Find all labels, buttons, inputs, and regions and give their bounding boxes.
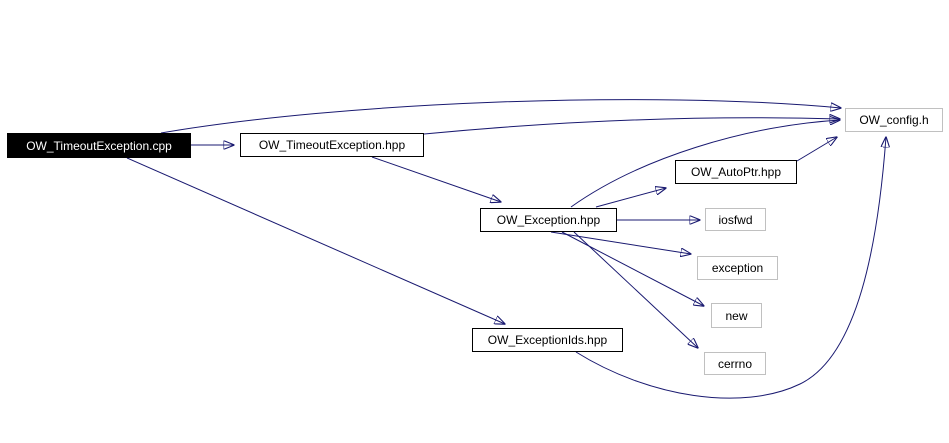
node-ow-timeoutexception-hpp[interactable]: OW_TimeoutException.hpp: [240, 133, 424, 157]
edge-exception-hpp-to-autoptr: [595, 188, 666, 208]
node-ow-autoptr-hpp[interactable]: OW_AutoPtr.hpp: [675, 160, 797, 184]
node-iosfwd: iosfwd: [705, 208, 766, 231]
edge-cpp-to-config: [160, 99, 841, 134]
edge-exception-hpp-to-cerrno: [573, 231, 698, 348]
node-exception: exception: [697, 256, 778, 280]
edge-exception-hpp-to-exception: [550, 231, 691, 254]
node-cerrno: cerrno: [704, 352, 766, 375]
edge-timeout-hpp-to-exception-hpp: [371, 156, 501, 202]
edge-exception-hpp-to-new: [561, 231, 704, 306]
edge-timeout-hpp-to-config: [423, 118, 840, 135]
edge-exceptionids-to-config: [575, 137, 886, 399]
node-new: new: [711, 303, 762, 328]
node-ow-timeoutexception-cpp: OW_TimeoutException.cpp: [7, 133, 191, 158]
node-ow-exceptionids-hpp[interactable]: OW_ExceptionIds.hpp: [472, 328, 623, 352]
edge-cpp-to-exceptionids: [126, 157, 505, 324]
edge-autoptr-to-config: [796, 137, 837, 162]
edge-exception-hpp-to-config: [570, 120, 840, 208]
node-ow-exception-hpp[interactable]: OW_Exception.hpp: [480, 208, 617, 232]
node-ow-config-h: OW_config.h: [845, 108, 943, 132]
